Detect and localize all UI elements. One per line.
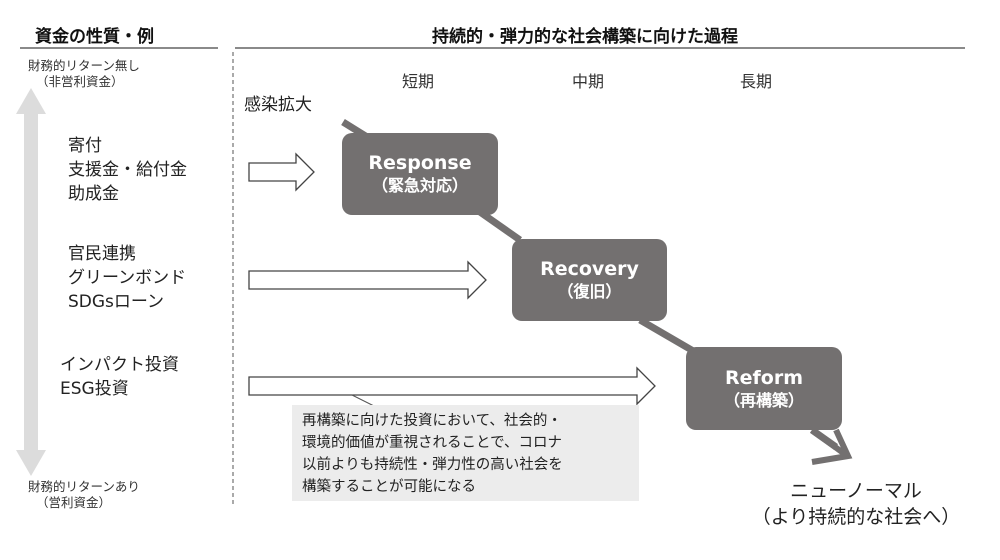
category-impact-investment: インパクト投資 ESG投資 (60, 353, 179, 401)
right-column-title: 持続的・弾力的な社会構築に向けた過程 (432, 27, 738, 47)
stage-recovery-jp: （復旧） (557, 282, 622, 301)
left-column-title: 資金の性質・例 (35, 27, 154, 47)
category-donations: 寄付 支援金・給付金 助成金 (68, 134, 187, 206)
category-line: 寄付 (68, 136, 102, 156)
axis-bottom-label: 財務的リターンあり （営利資金） (28, 479, 140, 511)
note-callout: 再構築に向けた投資において、社会的・ 環境的価値が重視されることで、コロナ 以前… (292, 405, 639, 501)
axis-top-label-line2: （非営利資金） (36, 74, 124, 89)
stage-response-en: Response (368, 152, 472, 174)
start-label: 感染拡大 (244, 95, 312, 115)
outcome-line2: （より持続的な社会へ） (751, 506, 961, 528)
stage-recovery-en: Recovery (540, 258, 639, 280)
category-line: インパクト投資 (60, 355, 179, 375)
flow-arrows (248, 152, 656, 406)
category-line: ESG投資 (60, 379, 129, 399)
category-public-private: 官民連携 グリーンボンド SDGsローン (68, 242, 186, 314)
axis-top-label: 財務的リターン無し （非営利資金） (28, 58, 140, 90)
arrow-to-reform (248, 366, 656, 406)
stage-response-jp: （緊急対応） (371, 176, 468, 195)
note-line: 環境的価値が重視されることで、コロナ (302, 435, 562, 451)
category-line: 官民連携 (68, 244, 136, 264)
note-line: 以前よりも持続性・弾力性の高い社会を (302, 457, 563, 473)
category-line: SDGsローン (68, 292, 165, 312)
arrow-to-recovery (248, 260, 487, 300)
phase-long: 長期 (740, 72, 773, 91)
stage-recovery: Recovery （復旧） (512, 239, 667, 321)
axis-bottom-label-line1: 財務的リターンあり (28, 479, 140, 494)
outcome-line1: ニューノーマル (790, 480, 922, 502)
outcome-label: ニューノーマル （より持続的な社会へ） (745, 478, 967, 530)
phase-mid: 中期 (572, 72, 605, 91)
funding-axis-arrow (16, 88, 46, 476)
note-line: 再構築に向けた投資において、社会的・ (302, 413, 562, 429)
phase-short: 短期 (402, 72, 435, 91)
category-line: 支援金・給付金 (68, 160, 187, 180)
stage-response: Response （緊急対応） (342, 133, 498, 215)
note-line: 構築することが可能になる (302, 479, 476, 495)
outcome-arrowhead (811, 428, 853, 465)
axis-top-label-line1: 財務的リターン無し (28, 58, 140, 73)
stage-reform-en: Reform (724, 366, 803, 389)
axis-bottom-label-line2: （営利資金） (36, 495, 112, 510)
category-line: 助成金 (68, 184, 119, 204)
arrow-to-response (248, 152, 315, 192)
stage-reform: Reform （再構築） (686, 347, 842, 430)
outcome-arrow-shaft (810, 427, 848, 458)
category-line: グリーンボンド (68, 268, 187, 288)
stage-reform-jp: （再構築） (723, 390, 804, 410)
